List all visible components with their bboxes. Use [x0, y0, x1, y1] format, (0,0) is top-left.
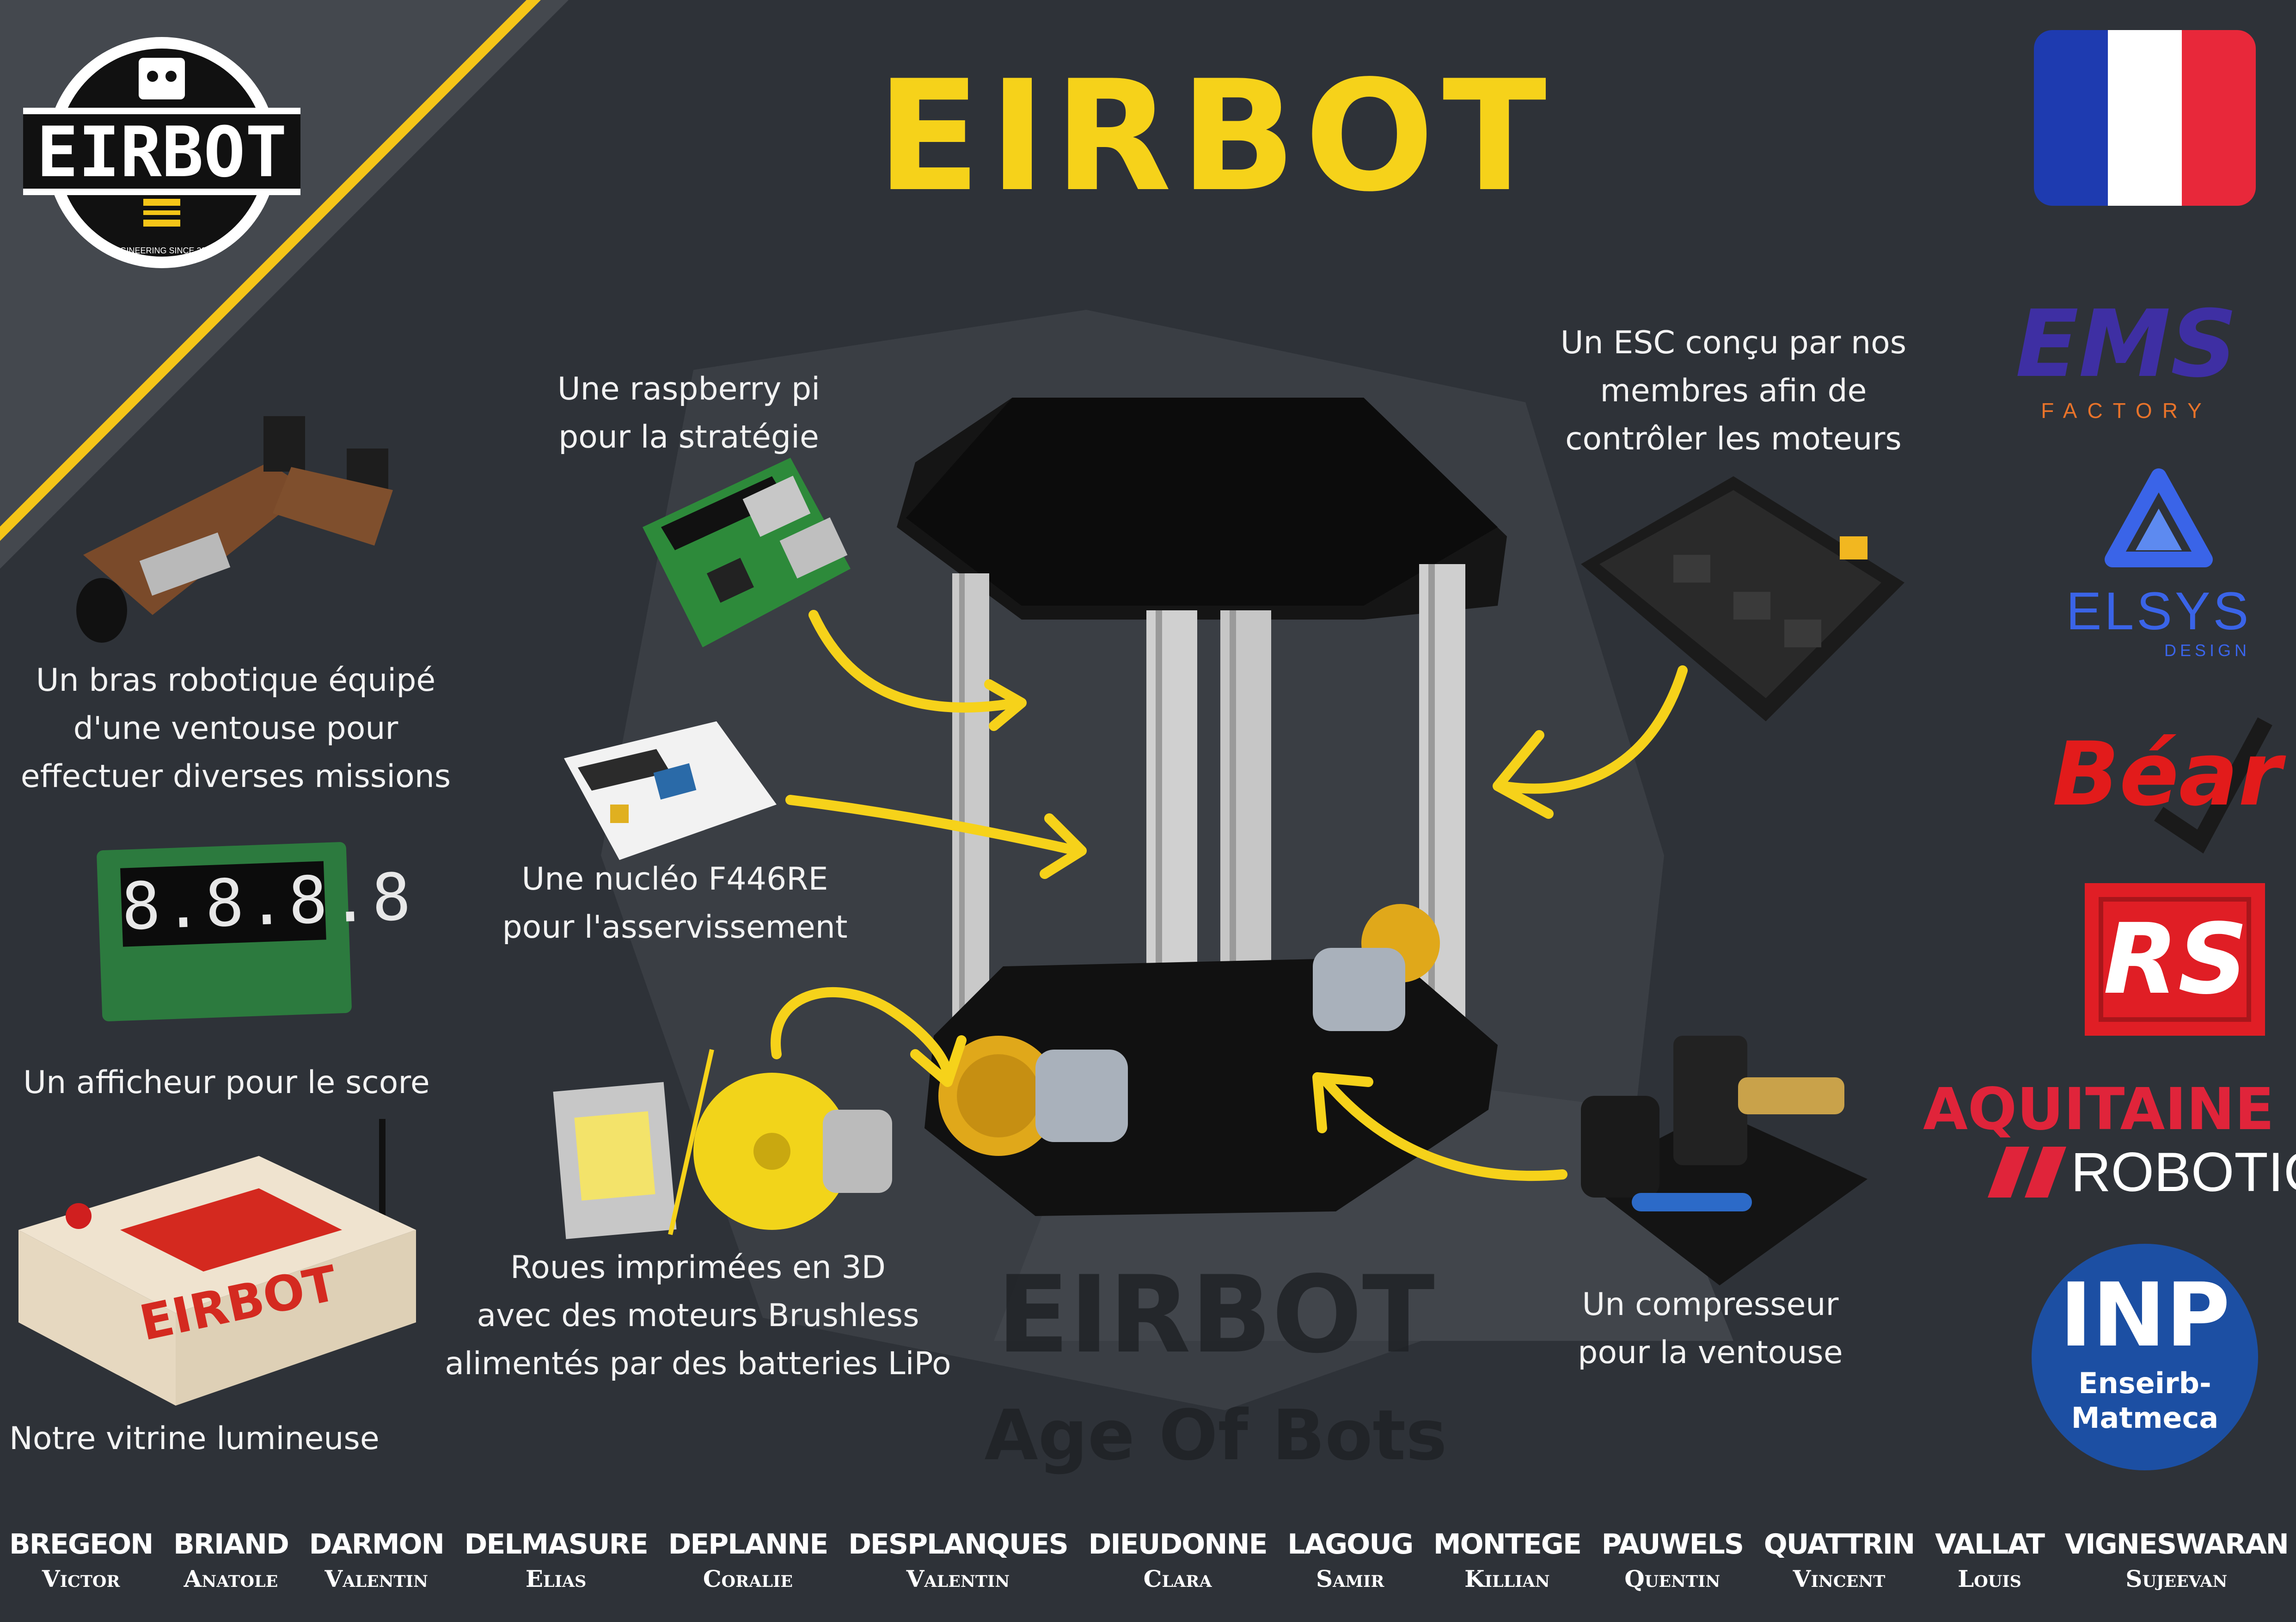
score-display-board: 8.8.8.8: [96, 842, 415, 1022]
caption-esc: Un ESC conçu par nos membres afin de con…: [1560, 325, 1907, 457]
sponsor-aquitaine-robotics: AQUITAINE ROBOTICS: [1914, 1076, 2296, 1207]
eirbot-badge-icon: [15, 37, 308, 268]
background-subtitle: Age Of Bots: [984, 1395, 1447, 1476]
robotic-arm-icon: [76, 416, 393, 643]
score-digits: 8.8.8.8: [120, 860, 415, 947]
elsys-wordmark: ELSYS: [2066, 582, 2252, 641]
battery-and-wheel-icon: [553, 1049, 892, 1239]
caption-compressor: Un compresseur pour la ventouse: [1578, 1286, 1843, 1371]
sponsor-inp-enseirb-matmeca: INP Enseirb- Matmeca: [2032, 1244, 2258, 1470]
french-flag-icon: [2034, 30, 2256, 206]
background-title: EIRBOT: [997, 1253, 1435, 1377]
inp-subtitle-2: Matmeca: [2071, 1401, 2219, 1435]
logo-wordmark: EIRBOT: [37, 112, 287, 193]
aquitaine-subtitle: ROBOTICS: [2071, 1141, 2296, 1203]
sponsor-elsys-design: ELSYS DESIGN: [2057, 468, 2260, 675]
esc-board-icon: [1581, 476, 1904, 721]
caption-score: Un afficheur pour le score: [23, 1064, 430, 1101]
raspberry-pi-board-icon: [643, 458, 851, 647]
caption-nucleo: Une nucléo F446RE pour l'asservissement: [502, 861, 848, 946]
bear-wordmark: Béar: [2052, 723, 2282, 825]
robot-chassis-illustration: [897, 398, 1507, 1216]
sponsor-bear: Béar: [2052, 712, 2282, 854]
aquitaine-wordmark: AQUITAINE: [1923, 1076, 2274, 1143]
inp-wordmark: INP: [2059, 1264, 2230, 1366]
logo-motto: ENGINEERING SINCE 2003: [108, 246, 215, 255]
eirbot-logo: EIRBOT ENGINEERING SINCE 2003: [15, 32, 308, 273]
caption-wheels: Roues imprimées en 3D avec des moteurs B…: [445, 1249, 951, 1382]
showcase-box-icon: [18, 1119, 416, 1406]
aquitaine-stripes-icon: [1988, 1147, 2066, 1198]
nucleo-board-icon: [564, 721, 777, 860]
caption-showcase: Notre vitrine lumineuse: [9, 1420, 380, 1457]
ems-subtitle: FACTORY: [2041, 399, 2212, 423]
rs-wordmark: RS: [2099, 897, 2251, 1022]
sponsor-ems-factory: EMS FACTORY: [2015, 296, 2237, 435]
bear-check-icon: [2154, 717, 2272, 854]
compressor-icon: [1581, 1036, 1867, 1285]
ems-wordmark: EMS: [2015, 290, 2237, 398]
elsys-triangle-icon: [2105, 468, 2213, 567]
caption-arm: Un bras robotique équipé d'une ventouse …: [20, 662, 451, 795]
page-title: EIRBOT: [876, 48, 1555, 225]
inp-subtitle-1: Enseirb-: [2078, 1366, 2211, 1400]
elsys-subtitle: DESIGN: [2164, 641, 2251, 660]
caption-raspberry: Une raspberry pi pour la stratégie: [557, 371, 820, 455]
sponsor-rs: RS: [2085, 883, 2265, 1036]
